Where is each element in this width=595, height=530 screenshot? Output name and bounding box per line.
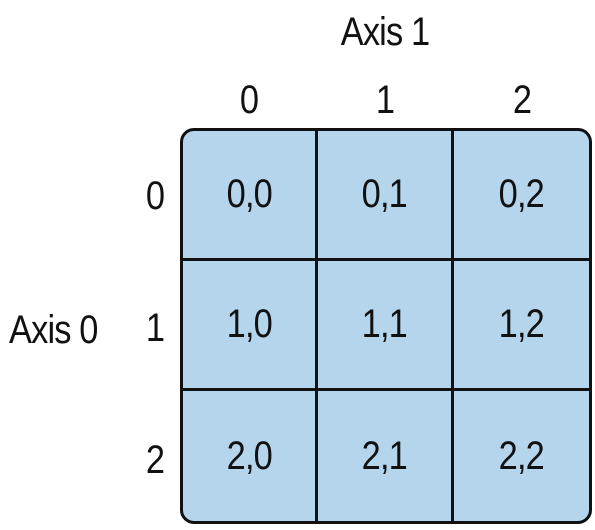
array-grid: 0,0 0,1 0,2 1,0 1,1 1,2 2,0 2,1 2,2 [180, 128, 592, 524]
grid-cell: 2,0 [183, 391, 319, 521]
row-header-1: 1 [145, 306, 165, 350]
axis-1-label: Axis 1 [340, 10, 430, 54]
grid-cell: 0,2 [453, 131, 589, 261]
cell-label: 2,1 [361, 433, 408, 478]
cell-label: 2,2 [498, 433, 545, 478]
grid-cell: 0,1 [318, 131, 454, 261]
row-header-0: 0 [145, 174, 165, 218]
cell-label: 0,1 [361, 172, 408, 216]
cell-label: 1,1 [361, 302, 408, 346]
cell-label: 1,2 [498, 302, 545, 346]
grid-cell: 1,0 [183, 261, 319, 391]
cell-label: 0,2 [498, 172, 545, 216]
axis-0-label: Axis 0 [9, 308, 98, 352]
grid-cell: 0,0 [183, 131, 319, 261]
grid-cell: 2,2 [454, 391, 589, 521]
cell-label: 0,0 [226, 172, 273, 216]
grid-cell: 1,1 [318, 261, 454, 391]
grid-cell: 1,2 [453, 261, 589, 391]
column-header-0: 0 [239, 78, 259, 122]
column-header-2: 2 [512, 78, 532, 122]
cell-label: 1,0 [226, 302, 273, 346]
row-header-2: 2 [145, 438, 165, 482]
column-header-1: 1 [375, 78, 395, 122]
grid-cell: 2,1 [318, 391, 454, 521]
cell-label: 2,0 [226, 433, 273, 478]
